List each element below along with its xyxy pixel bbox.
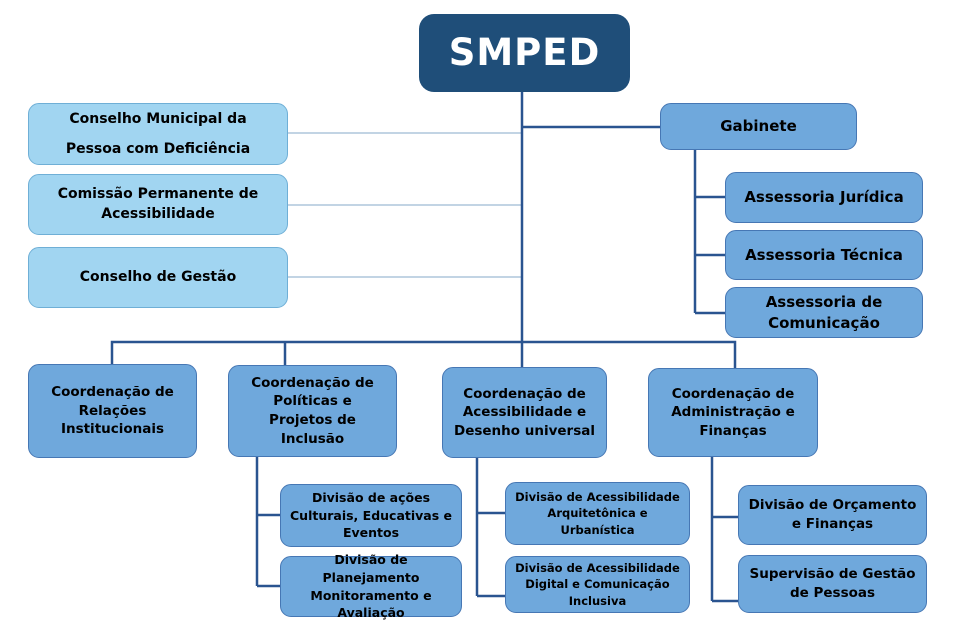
node-conselho-municipal-pessoa-deficiencia: Conselho Municipal da Pessoa com Deficiê… [28, 103, 288, 165]
node-coordenacao-relacoes-institucionais: Coordenação de Relações Institucionais [28, 364, 197, 458]
node-conselho-de-gestao: Conselho de Gestão [28, 247, 288, 308]
node-coordenacao-administracao-financas: Coordenação de Administração e Finanças [648, 368, 818, 457]
node-divisao-acessibilidade-digital-comunicacao-inclusiva: Divisão de Acessibilidade Digital e Comu… [505, 556, 690, 613]
node-assessoria-juridica: Assessoria Jurídica [725, 172, 923, 223]
node-comissao-permanente-acessibilidade: Comissão Permanente de Acessibilidade [28, 174, 288, 235]
node-smped: SMPED [419, 14, 630, 92]
node-divisao-acoes-culturais-educativas-eventos: Divisão de ações Culturais, Educativas e… [280, 484, 462, 547]
node-supervisao-gestao-pessoas: Supervisão de Gestão de Pessoas [738, 555, 927, 613]
node-assessoria-tecnica: Assessoria Técnica [725, 230, 923, 280]
node-gabinete: Gabinete [660, 103, 857, 150]
node-divisao-acessibilidade-arquitetonica-urbanistica: Divisão de Acessibilidade Arquitetônica … [505, 482, 690, 545]
node-assessoria-de-comunicacao: Assessoria de Comunicação [725, 287, 923, 338]
node-divisao-planejamento-monitoramento-avaliacao: Divisão de Planejamento Monitoramento e … [280, 552, 462, 620]
node-coordenacao-acessibilidade-desenho-universal: Coordenação de Acessibilidade e Desenho … [442, 367, 607, 458]
node-coordenacao-politicas-projetos-inclusao: Coordenação de Políticas e Projetos de I… [228, 365, 397, 457]
node-divisao-orcamento-financas: Divisão de Orçamento e Finanças [738, 485, 927, 545]
